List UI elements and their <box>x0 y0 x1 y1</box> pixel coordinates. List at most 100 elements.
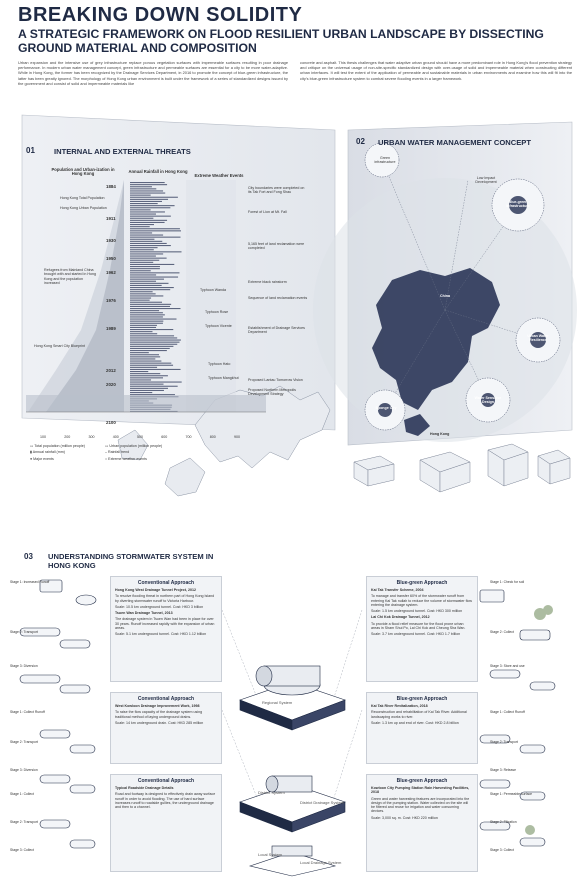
legend-item: ▮ Annual rainfall (mm) <box>30 450 65 455</box>
map-label-hong-kong: Hong Kong <box>430 432 450 436</box>
rainfall-bar <box>130 392 153 394</box>
rainfall-bar <box>130 186 152 188</box>
project-cost: Scale: 1.5 km underground tunnel. Cost: … <box>371 609 463 614</box>
rainfall-bar <box>130 251 182 253</box>
rainfall-bar <box>130 324 157 326</box>
project-name-2: Tsuen Wan Drainage Tunnel, 2013 <box>115 611 173 616</box>
conventional-approach-card-3: Conventional Approach Typical Roadside D… <box>110 774 222 872</box>
project-cost: Scale: 1.3 km up and end of river. Cost:… <box>371 720 459 725</box>
rainfall-bar <box>130 270 151 272</box>
stage-label: Stage 1: Increased Runoff <box>10 580 50 584</box>
stage-label: Stage 3: Diversion <box>10 768 38 772</box>
rainfall-bar <box>130 291 153 293</box>
rainfall-bar <box>130 219 168 221</box>
rainfall-bar <box>130 196 178 198</box>
local-drainage-label: Local Drainage System <box>300 860 342 865</box>
rainfall-bar <box>130 331 153 333</box>
conventional-approach-card-2: Conventional Approach West Kowloon Drain… <box>110 692 222 764</box>
rainfall-bar <box>130 316 163 318</box>
stage-label: Stage 1: Collect <box>10 792 34 796</box>
rainfall-bar <box>130 236 181 238</box>
rainfall-bar <box>130 280 157 282</box>
rainfall-bar <box>130 312 163 314</box>
section-2-number: 02 <box>356 137 365 146</box>
section-3-number: 03 <box>24 552 33 561</box>
rainfall-bar <box>130 322 163 324</box>
section-1-number: 01 <box>26 146 35 155</box>
rainfall-bar <box>130 310 160 312</box>
year-1884: 1884 <box>106 184 116 189</box>
threats-timeline-chart <box>26 180 266 413</box>
stage-label: Stage 2: Transport <box>10 820 38 824</box>
rainfall-bars <box>130 182 182 412</box>
rainfall-bar <box>130 245 171 247</box>
year-1989: 1989 <box>106 326 116 331</box>
event-3: 5,165 feet of land reclamation were comp… <box>248 242 305 251</box>
project-description-2: The drainage system in Tsuen Wan had bee… <box>115 617 215 631</box>
project-name-2: Lai Chi Kok Drainage Tunnel, 2012 <box>371 615 430 620</box>
rainfall-bar <box>130 194 151 196</box>
card-heading: Blue-green Approach <box>396 696 448 702</box>
year-1930: 1930 <box>106 238 116 243</box>
label-typhoon-wanda: Typhoon Wanda <box>200 288 227 292</box>
rainfall-bar <box>130 282 169 284</box>
rainfall-bar <box>130 394 175 396</box>
x-tick: 400 <box>112 435 119 439</box>
project-description: To manage and transfer 60% of the stormw… <box>371 594 473 607</box>
label-typhoon-vicente: Typhoon Vicente <box>205 324 232 328</box>
label-total-population: Hong Kong Total Population <box>60 196 105 200</box>
x-tick: 900 <box>234 435 240 439</box>
x-tick: 700 <box>185 435 192 439</box>
label-typhoon-mangkhut: Typhoon Mangkhut <box>208 376 239 380</box>
stage-label: Stage 1: Check for soil <box>490 580 525 584</box>
event-1: City boundaries were completed on its Ta… <box>248 186 305 195</box>
rainfall-bar <box>130 347 170 349</box>
stage-label: Stage 1: Permeable surface <box>490 792 533 796</box>
rainfall-bar <box>130 247 158 249</box>
legend-item: ○ Extreme weather events <box>105 456 147 461</box>
stage-label: Stage 3: Diversion <box>10 664 38 668</box>
rainfall-bar <box>130 278 165 280</box>
rainfall-bar <box>130 314 165 316</box>
blue-green-approach-card-3: Blue-green Approach Kowloon City Pumping… <box>366 774 478 872</box>
rainfall-bar <box>130 373 161 375</box>
rainfall-bar <box>130 276 179 278</box>
rainfall-bar <box>130 320 164 322</box>
district-drainage-label: District Drainage System <box>300 800 345 805</box>
regional-system-label: Regional System <box>262 700 293 705</box>
rainfall-bar <box>130 383 164 385</box>
rainfall-bar <box>130 305 170 307</box>
concept-node-water-resilience: Urban Water Resilience <box>527 334 549 343</box>
event-2: Forest of Lion at Mt. Fall <box>248 210 287 214</box>
rainfall-bar <box>130 326 157 328</box>
rainfall-bar <box>130 215 171 217</box>
local-system-label: Local System <box>258 852 283 857</box>
concept-node-lid: Low Impact Development <box>475 176 497 185</box>
label-smart-city: Hong Kong Smart City Blueprint <box>34 344 85 348</box>
project-cost-2: Scale: 3.7 km underground tunnel. Cost: … <box>371 632 461 637</box>
rainfall-bar <box>130 203 158 205</box>
population-column-heading: Population and Urban-ization in Hong Kon… <box>51 167 115 177</box>
project-name: Typical Roadside Drainage Details <box>115 786 174 790</box>
rainfall-bar <box>130 350 167 352</box>
rainfall-bar <box>130 368 181 370</box>
project-name: Kowloon City Pumping Station Rain Harves… <box>371 786 470 795</box>
poster-subtitle: A STRATEGIC FRAMEWORK ON FLOOD RESILIENT… <box>18 27 544 55</box>
rainfall-bar <box>130 297 152 299</box>
rainfall-bar <box>130 184 168 186</box>
project-description: To raise the flow capacity of the draina… <box>115 710 203 719</box>
section-1-title: INTERNAL AND EXTERNAL THREATS <box>54 147 191 156</box>
rainfall-bar <box>130 385 178 387</box>
rainfall-bar <box>130 230 181 232</box>
project-description: Reconstruction and rehabilitation of Kai… <box>371 710 467 719</box>
x-tick: 100 <box>40 435 46 439</box>
rainfall-bar <box>130 200 162 202</box>
rainfall-bar <box>130 188 157 190</box>
rainfall-bar <box>130 352 149 354</box>
rainfall-bar <box>130 253 164 255</box>
rainfall-bar <box>130 272 180 274</box>
card-heading: Conventional Approach <box>137 696 195 702</box>
rainfall-bar <box>130 387 168 389</box>
rainfall-bar <box>130 284 162 286</box>
x-tick: 500 <box>137 435 143 439</box>
